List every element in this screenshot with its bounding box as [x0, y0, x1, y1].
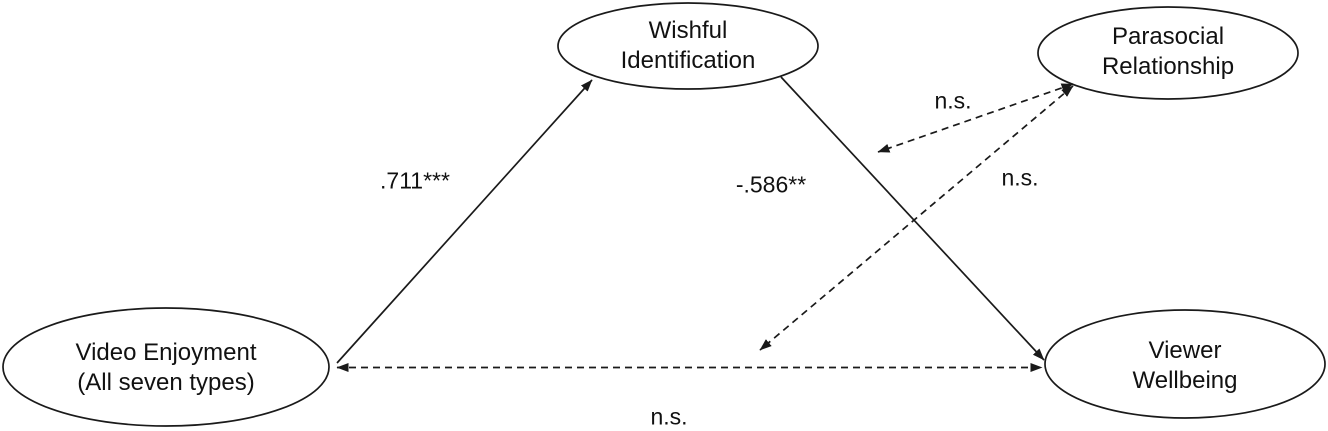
viewer-wellbeing-label-line2: Wellbeing	[1132, 367, 1238, 394]
moderation-arrow-direct-path	[759, 85, 1074, 351]
parasocial-relationship-node: Parasocial Relationship	[1102, 22, 1234, 82]
viewer-wellbeing-node: Viewer Wellbeing	[1133, 336, 1238, 396]
viewer-wellbeing-ellipse	[1044, 309, 1326, 419]
b-path-arrow	[780, 76, 1045, 361]
video-enjoyment-label-line2: (All seven types)	[77, 369, 255, 396]
video-enjoyment-label-line1: Video Enjoyment	[75, 339, 257, 366]
moderation-direct-path-ns-label: n.s.	[1001, 164, 1039, 191]
video-enjoyment-node: Video Enjoyment (All seven types)	[75, 338, 256, 398]
direct-path-ns-label: n.s.	[650, 403, 688, 430]
video-enjoyment-ellipse	[2, 307, 330, 427]
b-path-coefficient: -.586**	[735, 171, 807, 198]
wishful-identification-ellipse	[557, 2, 819, 90]
moderation-b-path-ns-label: n.s.	[934, 87, 972, 114]
a-path-coefficient: .711***	[380, 167, 450, 194]
wishful-identification-label-line1: Wishful	[648, 17, 728, 44]
moderation-arrow-b-path	[877, 83, 1074, 153]
parasocial-relationship-ellipse	[1037, 6, 1299, 100]
viewer-wellbeing-label-line1: Viewer	[1148, 337, 1222, 364]
wishful-identification-label-line2: Identification	[620, 47, 756, 74]
a-path-arrow	[336, 79, 593, 364]
parasocial-relationship-label-line2: Relationship	[1101, 53, 1235, 80]
parasocial-relationship-label-line1: Parasocial	[1111, 23, 1225, 50]
wishful-identification-node: Wishful Identification	[621, 16, 756, 76]
